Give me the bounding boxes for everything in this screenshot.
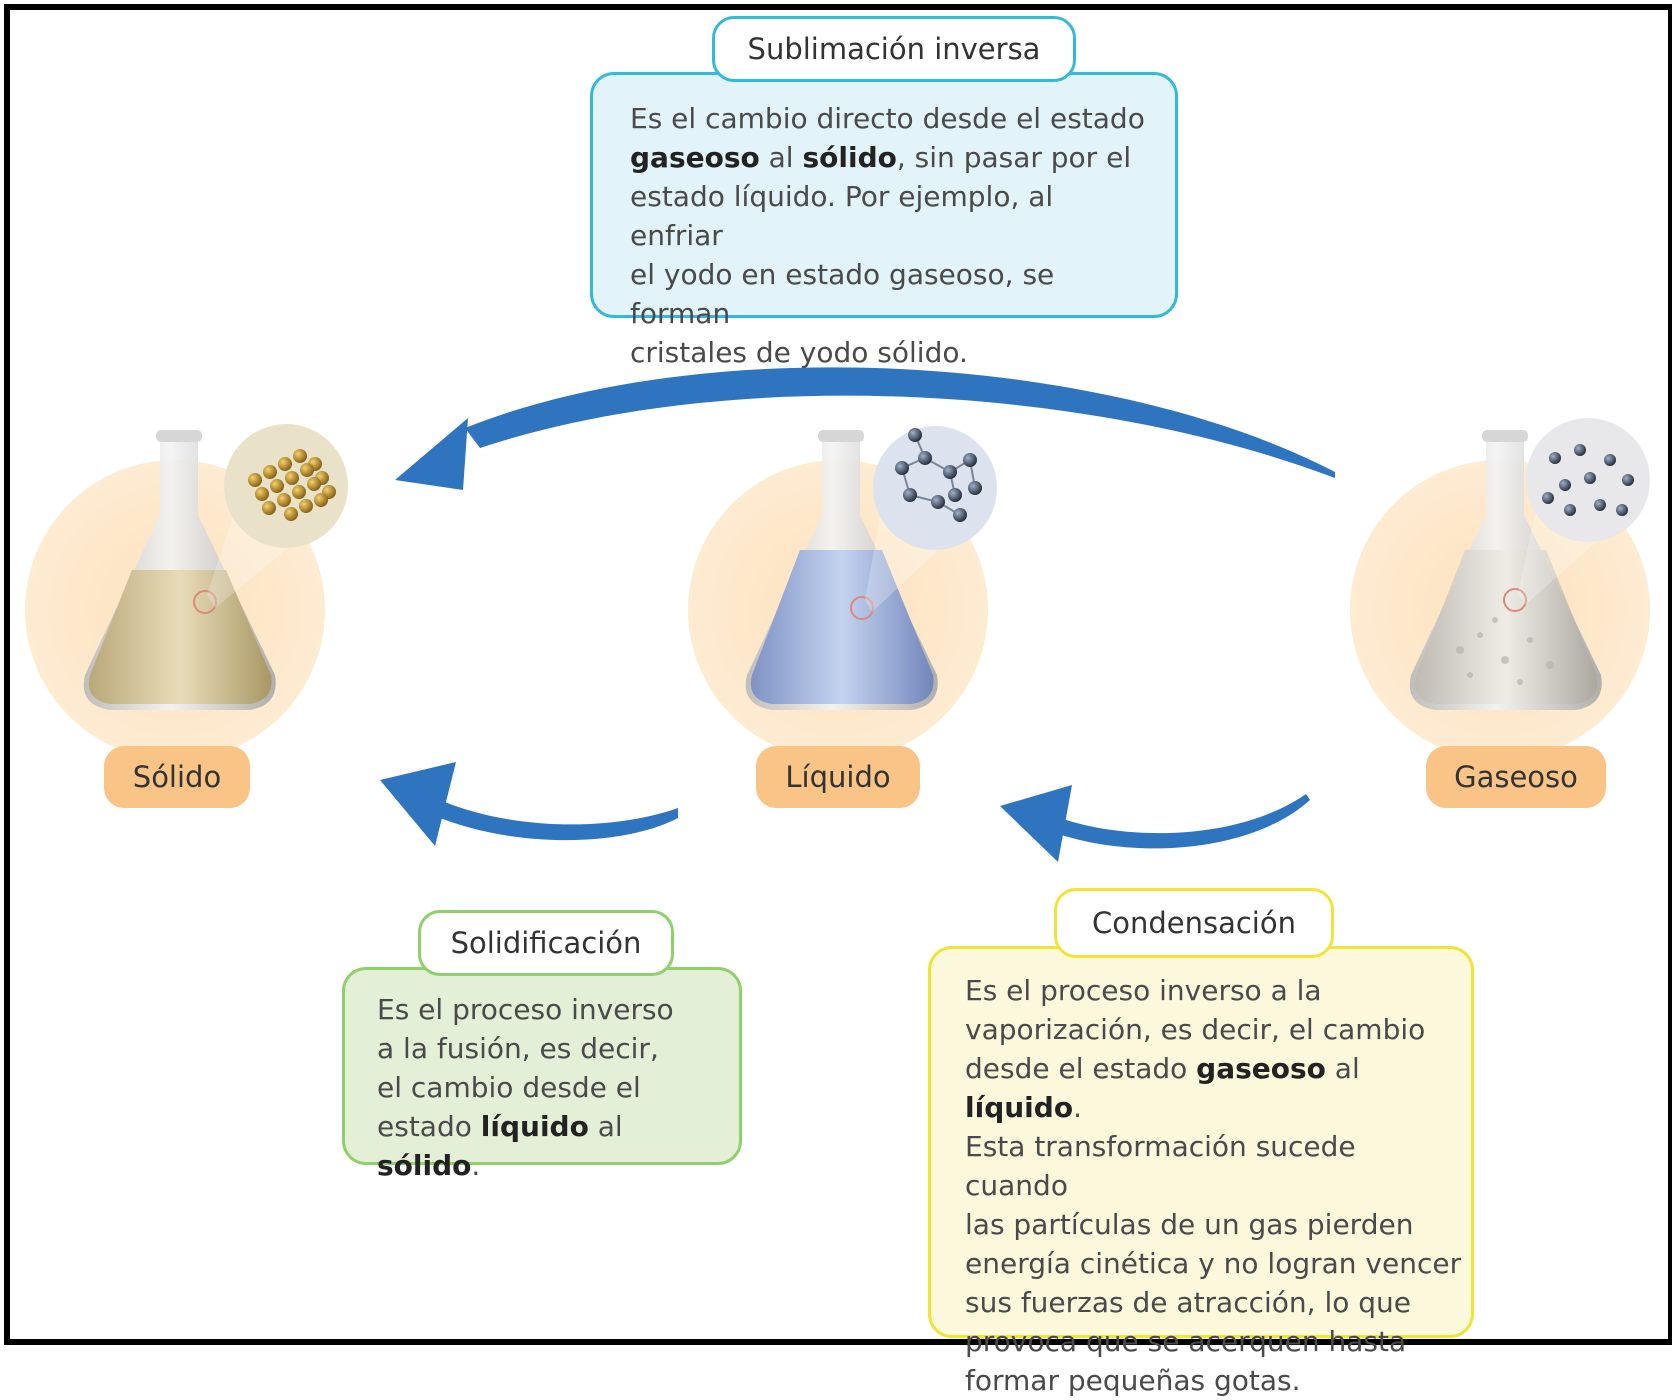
description-line: provoca que se acerquen hasta bbox=[965, 1322, 1465, 1361]
sublimacion-title: Sublimación inversa bbox=[712, 16, 1076, 82]
text-segment: el cambio desde el bbox=[377, 1071, 641, 1104]
text-segment: desde el estado bbox=[965, 1052, 1197, 1085]
arrow-condensacion-head bbox=[1000, 785, 1072, 862]
text-segment: cristales de yodo sólido. bbox=[630, 336, 968, 369]
text-segment: vaporización, es decir, el cambio bbox=[965, 1013, 1426, 1046]
arrow-sublimacion-head bbox=[395, 418, 468, 490]
liquid-flask bbox=[745, 426, 997, 710]
arrow-sublimacion bbox=[465, 367, 1335, 478]
gas-flask bbox=[1409, 418, 1650, 710]
text-segment: Es el proceso inverso bbox=[377, 993, 674, 1026]
condensacion-description: Es el proceso inverso a la vaporización, … bbox=[965, 971, 1465, 1400]
solid-flask bbox=[83, 424, 348, 710]
bold-term: gaseoso bbox=[630, 141, 760, 174]
description-line: cristales de yodo sólido. bbox=[630, 333, 1150, 372]
text-segment: . bbox=[1073, 1091, 1082, 1124]
bold-term: líquido bbox=[480, 1110, 589, 1143]
solidificacion-description: Es el proceso inverso a la fusión, es dec… bbox=[377, 990, 727, 1185]
condensacion-title: Condensación bbox=[1054, 888, 1334, 958]
text-segment: a la fusión, es decir, bbox=[377, 1032, 659, 1065]
text-segment: el yodo en estado gaseoso, se forman bbox=[630, 258, 1055, 330]
description-line: gaseoso al sólido, sin pasar por el bbox=[630, 138, 1150, 177]
description-line: Es el proceso inverso a la bbox=[965, 971, 1465, 1010]
description-line: Es el proceso inverso bbox=[377, 990, 727, 1029]
description-line: el cambio desde el bbox=[377, 1068, 727, 1107]
text-segment: al bbox=[588, 1110, 623, 1143]
diagram-scene bbox=[25, 367, 1650, 862]
bold-term: líquido bbox=[965, 1091, 1074, 1124]
description-line: el yodo en estado gaseoso, se forman bbox=[630, 255, 1150, 333]
gas-particles bbox=[1542, 444, 1634, 516]
text-segment: Esta transformación sucede cuando bbox=[965, 1130, 1356, 1202]
text-segment: . bbox=[471, 1149, 481, 1182]
state-label-gas: Gaseoso bbox=[1426, 746, 1606, 808]
text-segment: provoca que se acerquen hasta bbox=[965, 1325, 1407, 1358]
text-segment: al bbox=[1325, 1052, 1360, 1085]
description-line: Esta transformación sucede cuando bbox=[965, 1127, 1465, 1205]
description-line: las partículas de un gas pierden bbox=[965, 1205, 1465, 1244]
text-segment: las partículas de un gas pierden bbox=[965, 1208, 1414, 1241]
text-segment: sus fuerzas de atracción, lo que bbox=[965, 1286, 1412, 1319]
text-segment: formar pequeñas gotas. bbox=[965, 1364, 1301, 1397]
text-segment: energía cinética y no logran vencer bbox=[965, 1247, 1462, 1280]
solidificacion-title: Solidificación bbox=[418, 910, 674, 976]
text-segment: estado bbox=[377, 1110, 481, 1143]
description-line: estado líquido al sólido. bbox=[377, 1107, 727, 1185]
diagram-frame bbox=[4, 4, 1672, 1345]
text-segment: al bbox=[759, 141, 803, 174]
description-line: estado líquido. Por ejemplo, al enfriar bbox=[630, 177, 1150, 255]
description-line: Es el cambio directo desde el estado bbox=[630, 99, 1150, 138]
text-segment: Es el proceso inverso a la bbox=[965, 974, 1322, 1007]
arrow-solidificacion bbox=[433, 800, 678, 841]
solid-particle-lattice bbox=[248, 449, 336, 521]
description-line: energía cinética y no logran vencer bbox=[965, 1244, 1465, 1283]
description-line: sus fuerzas de atracción, lo que bbox=[965, 1283, 1465, 1322]
state-label-solid: Sólido bbox=[104, 746, 250, 808]
description-line: vaporización, es decir, el cambio bbox=[965, 1010, 1465, 1049]
arrow-condensacion bbox=[1053, 794, 1310, 849]
text-segment: Es el cambio directo desde el estado bbox=[630, 102, 1145, 135]
description-line: desde el estado gaseoso al líquido. bbox=[965, 1049, 1465, 1127]
text-segment: estado líquido. Por ejemplo, al enfriar bbox=[630, 180, 1054, 252]
bold-term: sólido bbox=[802, 141, 897, 174]
condensacion-card: Es el proceso inverso a la vaporización, … bbox=[928, 946, 1474, 1397]
liquid-particle-network bbox=[895, 428, 982, 522]
solidificacion-card: Es el proceso inverso a la fusión, es dec… bbox=[342, 967, 742, 1182]
state-label-liquid: Líquido bbox=[756, 746, 920, 808]
description-line: formar pequeñas gotas. bbox=[965, 1361, 1465, 1400]
bold-term: sólido bbox=[377, 1149, 472, 1182]
bold-term: gaseoso bbox=[1196, 1052, 1326, 1085]
arrow-solidificacion-head bbox=[380, 762, 456, 846]
description-line: a la fusión, es decir, bbox=[377, 1029, 727, 1068]
text-segment: , sin pasar por el bbox=[896, 141, 1132, 174]
